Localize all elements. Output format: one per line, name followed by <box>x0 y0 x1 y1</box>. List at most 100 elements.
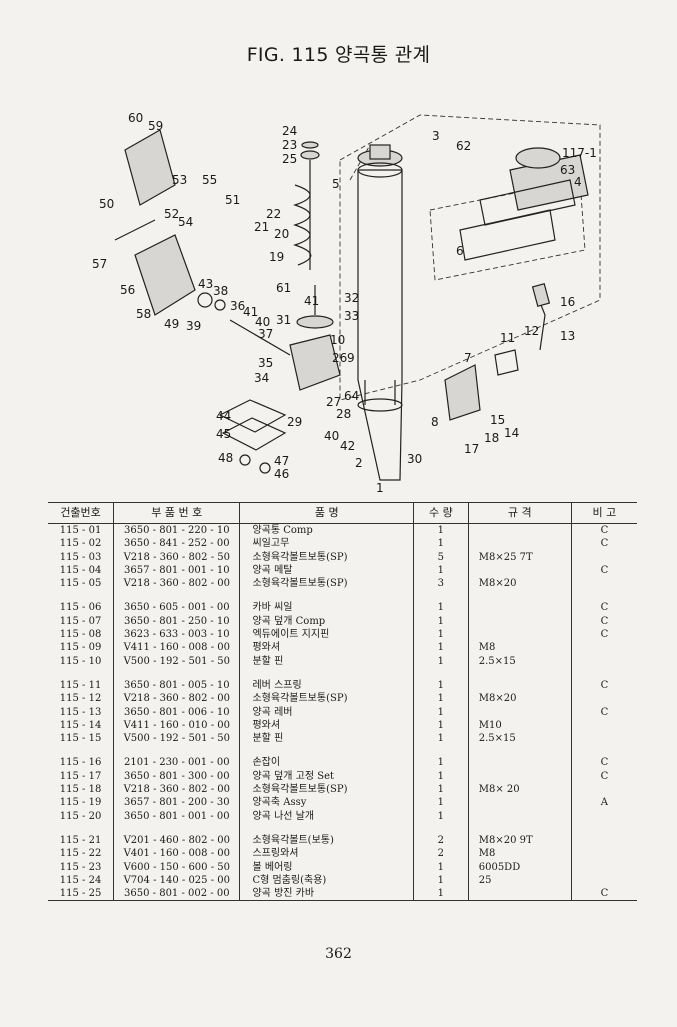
quantity-cell: 1 <box>412 692 469 706</box>
quantity-cell: 5 <box>412 550 469 564</box>
callout: 16 <box>560 295 575 309</box>
spacer-cell <box>48 668 114 679</box>
callout: 20 <box>274 227 289 241</box>
note-cell <box>570 692 637 706</box>
callout: 24 <box>282 124 297 138</box>
callout: 13 <box>560 329 575 343</box>
callout: 35 <box>258 356 273 370</box>
quantity-cell: 1 <box>412 523 469 538</box>
note-cell: C <box>570 614 637 629</box>
spacer-cell <box>239 590 414 602</box>
part-name-cell: 소형육각볼트보통(SP) <box>239 550 414 564</box>
callout: 1 <box>376 481 384 495</box>
ref-no-cell: 115 - 01 <box>59 525 102 536</box>
callout: 10 <box>330 333 345 347</box>
quantity-cell: 1 <box>412 614 469 629</box>
callout: 26 <box>332 351 347 365</box>
quantity-cell: 1 <box>412 873 469 888</box>
note-cell: C <box>570 887 637 902</box>
spec-cell <box>467 705 572 719</box>
spec-cell: M8×20 9T <box>467 833 572 848</box>
callout: 27 <box>326 395 341 409</box>
ref-no-cell: 115 - 02 <box>59 538 102 550</box>
part-no-cell: 3650 - 801 - 250 - 10 <box>113 614 240 629</box>
note-cell <box>570 847 637 861</box>
part-name-cell: 소형육각볼트보통(SP) <box>239 692 414 706</box>
spec-cell <box>467 563 572 578</box>
part-name-cell: 양곡 메탈 <box>239 563 414 578</box>
ref-no-cell: 115 - 04 <box>59 564 102 576</box>
callout: 32 <box>344 291 359 305</box>
quantity-cell: 1 <box>412 860 469 874</box>
callout: 42 <box>340 439 355 453</box>
spec-cell: M8×20 <box>467 692 572 706</box>
callout: 2 <box>355 456 363 470</box>
note-cell <box>570 873 637 888</box>
callout: 4 <box>574 175 582 189</box>
part-no-cell: V218 - 360 - 802 - 00 <box>113 692 240 706</box>
group-spacer <box>48 667 637 679</box>
callout: 40 <box>324 429 339 443</box>
spec-cell <box>467 523 572 538</box>
ref-no-cell: 115 - 09 <box>59 642 102 654</box>
callout: 52 <box>164 207 179 221</box>
note-cell: C <box>570 523 637 538</box>
part-no-cell: 3650 - 801 - 005 - 10 <box>113 678 240 693</box>
callout: 38 <box>213 284 228 298</box>
part-no-cell: V218 - 360 - 802 - 50 <box>113 550 240 564</box>
spacer-cell <box>239 745 414 757</box>
note-cell: C <box>570 563 637 578</box>
ref-no-cell: 115 - 14 <box>59 719 102 731</box>
note-cell <box>570 833 637 848</box>
callout: 54 <box>178 215 193 229</box>
spec-cell <box>467 614 572 629</box>
ref-no-cell: 115 - 21 <box>59 834 102 846</box>
spacer-cell <box>570 667 637 679</box>
quantity-cell: 1 <box>412 809 469 823</box>
quantity-cell: 1 <box>412 732 469 746</box>
header-note: 비 고 <box>570 502 637 524</box>
auger-shaft <box>293 141 320 270</box>
quantity-cell: 1 <box>412 887 469 902</box>
quantity-cell: 2 <box>412 833 469 848</box>
top-right-cover <box>459 147 589 261</box>
callout: 60 <box>128 111 143 125</box>
part-name-cell: 레버 스프링 <box>239 678 414 693</box>
quantity-cell: 1 <box>412 718 469 733</box>
callout: 44 <box>216 409 231 423</box>
callout: 34 <box>254 371 269 385</box>
callout: 117-1 <box>562 146 597 160</box>
callout: 58 <box>136 307 151 321</box>
spec-cell: M8× 20 <box>467 783 572 797</box>
ref-no-cell: 115 - 22 <box>59 848 102 860</box>
ref-no-cell: 115 - 03 <box>59 551 102 563</box>
spacer-cell <box>48 823 114 834</box>
part-name-cell: 양곡 나선 날개 <box>239 809 414 823</box>
part-no-cell: 3650 - 801 - 006 - 10 <box>113 705 240 719</box>
callout: 11 <box>500 331 515 345</box>
part-no-cell: V411 - 160 - 010 - 00 <box>113 718 240 733</box>
spacer-cell <box>412 745 469 757</box>
part-name-cell: 평와셔 <box>239 718 414 733</box>
group-spacer <box>48 590 637 602</box>
spacer-cell <box>412 590 469 602</box>
quantity-cell: 1 <box>412 654 469 668</box>
part-no-cell: V500 - 192 - 501 - 50 <box>113 732 240 746</box>
part-no-cell: V401 - 160 - 008 - 00 <box>113 847 240 861</box>
callout: 49 <box>164 317 179 331</box>
callout: 63 <box>560 163 575 177</box>
spec-cell: 6005DD <box>467 860 572 874</box>
part-no-cell: V218 - 360 - 802 - 00 <box>113 783 240 797</box>
